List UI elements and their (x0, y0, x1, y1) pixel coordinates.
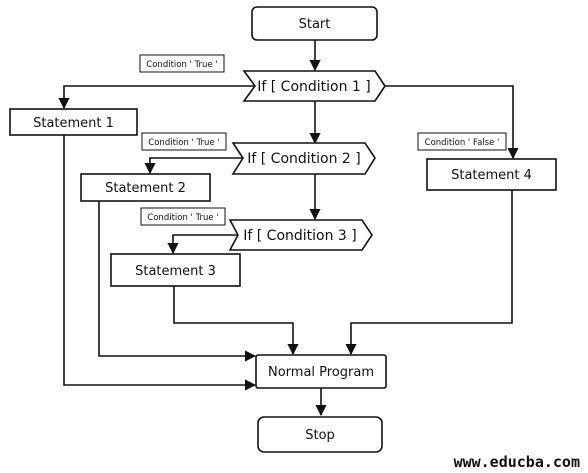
connectors (58, 40, 519, 417)
statement3-node: Statement 3 (110, 253, 241, 287)
condition1-node: If [ Condition 1 ] (242, 70, 386, 102)
condition1-true-tag: Condition ' True ' (139, 54, 225, 73)
condition3-true-tag: Condition ' True ' (140, 207, 226, 226)
condition2-node: If [ Condition 2 ] (231, 142, 376, 175)
normal-program-node: Normal Program (255, 354, 387, 389)
condition2-label: If [ Condition 2 ] (247, 151, 361, 167)
statement4-label: Statement 4 (451, 168, 532, 183)
condition1-to-statement4-arrow (375, 85, 519, 160)
stop-node: Stop (257, 416, 383, 453)
statement4-node: Statement 4 (426, 158, 557, 191)
condition3-true-label: Condition ' True ' (147, 213, 218, 223)
condition2-true-tag: Condition ' True ' (141, 132, 227, 151)
condition1-true-label: Condition ' True ' (146, 60, 217, 70)
condition3-label: If [ Condition 3 ] (243, 228, 357, 244)
statement2-node: Statement 2 (80, 173, 211, 202)
website-label: www.educba.com (454, 453, 580, 471)
statement3-to-normal-program-arrow (173, 286, 299, 356)
statement2-label: Statement 2 (105, 181, 186, 196)
branch-labels: Condition ' True ' Condition ' True ' Co… (139, 54, 507, 226)
statement1-to-normal-program-arrow (63, 135, 257, 391)
stop-label: Stop (305, 428, 335, 443)
condition2-to-statement2-arrow (144, 157, 243, 175)
condition3-node: If [ Condition 3 ] (228, 219, 373, 251)
statement4-to-normal-program-arrow (345, 190, 513, 356)
normal-program-label: Normal Program (268, 365, 374, 380)
condition3-to-statement3-arrow (167, 234, 238, 255)
statement3-label: Statement 3 (135, 264, 216, 279)
statement1-label: Statement 1 (33, 116, 114, 131)
start-node: Start (251, 6, 378, 41)
condition1-false-tag: Condition ' False ' (417, 132, 507, 151)
statement1-node: Statement 1 (9, 108, 138, 136)
start-label: Start (299, 17, 331, 32)
condition2-true-label: Condition ' True ' (148, 138, 219, 148)
condition1-to-statement1-arrow (58, 85, 255, 110)
statement2-to-normal-program-arrow (98, 201, 257, 362)
condition1-label: If [ Condition 1 ] (257, 79, 371, 95)
condition1-false-label: Condition ' False ' (425, 138, 500, 148)
